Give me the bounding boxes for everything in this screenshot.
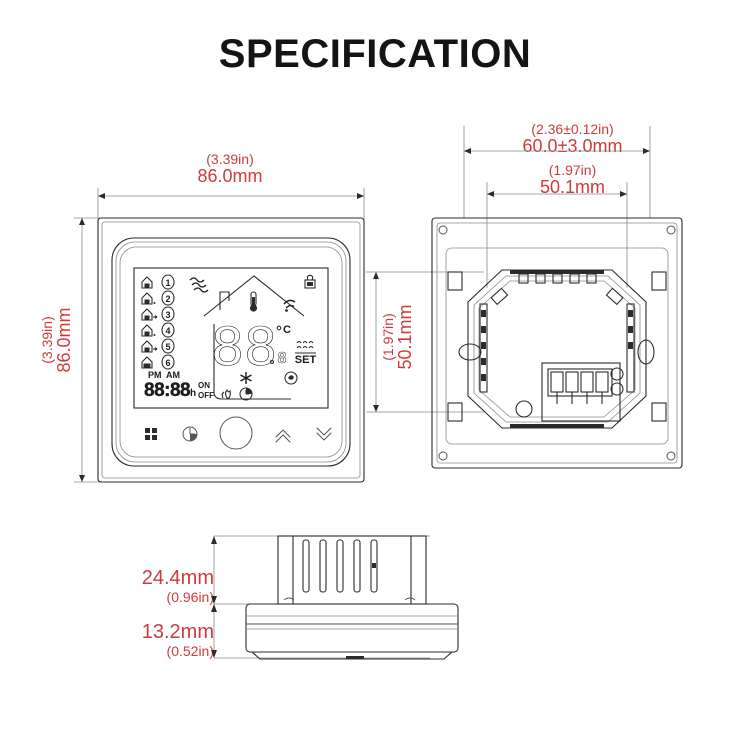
side-upper-dimension-mm: 24.4mm [141,567,214,589]
on-label: ON [198,381,210,390]
lcd-panel [133,267,329,409]
menu-button[interactable] [145,428,157,440]
terminal-block [541,362,624,422]
set-label: SET [295,354,317,366]
side-lower-dimension: 13.2mm (0.52in) [118,621,214,659]
side-upper-dimension: 24.4mm (0.96in) [118,567,214,605]
house-icon-4 [141,324,156,337]
lcd-schedule-icons [141,276,158,369]
rear-vent-fins [510,270,604,428]
rear-left-dimension-mm: 50.1mm [395,304,416,370]
front-left-dimension: (3.39in) 86.0mm [39,280,75,400]
temperature-value: 88 [212,314,278,378]
heating-set-icon: SET [295,340,317,366]
front-bezel [111,237,351,467]
rear-outer-frame [431,217,683,469]
rear-outer-frame-inner [436,222,678,464]
house-icon-6 [141,356,153,369]
front-left-dimension-line [74,217,108,483]
clock-icon-lcd [239,387,253,401]
period-circle-2: 2 [161,290,175,306]
front-bezel-inner2 [119,246,343,458]
period-number-6: 6 [165,358,170,368]
heat-wave-icon [189,277,209,293]
rear-body-shell [467,269,647,429]
house-icon-2 [141,292,156,305]
off-label: OFF [198,391,214,400]
house-icon-3 [141,308,158,321]
lcd-content: 1 2 3 4 5 [141,274,317,401]
front-top-dimension-mm: 86.0mm [197,166,263,187]
rear-top-inner-dimension-inch: (1.97in) [548,162,597,178]
lcd-period-numbers: 1 2 3 4 5 [161,274,175,370]
period-number-3: 3 [165,310,170,320]
front-left-dimension-mm: 86.0mm [54,307,75,373]
house-icon-5 [141,340,158,353]
rear-mounting-tabs [447,271,667,422]
rear-top-inner-dimension-line [486,182,628,288]
rear-screw-holes [438,225,676,461]
power-button[interactable] [219,416,253,450]
side-view-drawing [211,535,459,660]
rear-top-outer-dimension-line [463,126,651,218]
front-outer-frame [97,217,365,483]
period-number-1: 1 [165,278,170,288]
front-view-drawing: 1 2 3 4 5 [74,188,365,483]
side-faceplate [245,603,459,660]
side-rear-housing [277,535,427,605]
period-circle-3: 3 [161,306,175,322]
rear-inner-boundary [445,247,669,445]
front-outer-frame-inner [101,221,361,479]
rear-left-dimension-line [366,271,484,413]
hour-unit-label: h [190,388,196,399]
period-number-4: 4 [165,326,170,336]
down-button[interactable] [316,427,332,441]
lock-icon [304,274,316,289]
period-number-2: 2 [165,294,170,304]
temperature-small-digit: 8 [278,350,287,367]
rear-cable-ports [458,339,655,418]
fan-icon [284,371,298,385]
front-top-dimension-line [97,188,365,222]
temperature-unit: C [276,324,291,336]
rear-side-rails [479,303,635,393]
rear-top-inner-dimension-mm: 50.1mm [539,177,606,198]
front-bezel-inner [115,241,347,463]
rear-top-outer-dimension-mm: 60.0±3.0mm [522,136,623,157]
lcd-house-outline [203,275,305,400]
front-top-dimension: (3.39in) 86.0mm [150,151,310,187]
side-lower-dimension-mm: 13.2mm [141,621,214,643]
snowflake-icon [240,372,252,384]
period-circle-1: 1 [161,274,175,290]
rear-left-dimension: (1.97in) 50.1mm [380,282,416,392]
wifi-icon [283,299,296,312]
up-button[interactable] [275,429,291,443]
period-circle-5: 5 [161,338,175,354]
front-left-dimension-inch: (3.39in) [39,316,55,364]
clock-digits: 88:88 [144,380,190,401]
period-circle-6: 6 [161,354,175,370]
am-label: AM [166,370,180,380]
house-icon-1 [141,276,153,289]
rear-view-drawing [366,126,683,469]
flame-icon [221,388,231,399]
rear-top-inner-dimension: (1.97in) 50.1mm [490,162,655,198]
front-button-row [145,416,332,450]
front-top-dimension-inch: (3.39in) [206,151,254,167]
side-lower-dimension-inch: (0.52in) [166,642,214,659]
temperature-digits: 88 [212,314,278,377]
rear-corner-clips [490,287,624,306]
rear-top-outer-dimension-inch: (2.36±0.12in) [531,121,614,137]
period-circle-4: 4 [161,322,175,338]
temperature-unit-label: C [283,324,291,336]
page-title: SPECIFICATION [218,32,532,76]
clock-button[interactable] [182,426,198,442]
thermometer-icon [249,291,258,312]
side-upper-dimension-inch: (0.96in) [166,588,214,605]
period-number-5: 5 [165,342,170,352]
pm-label: PM [148,370,162,380]
